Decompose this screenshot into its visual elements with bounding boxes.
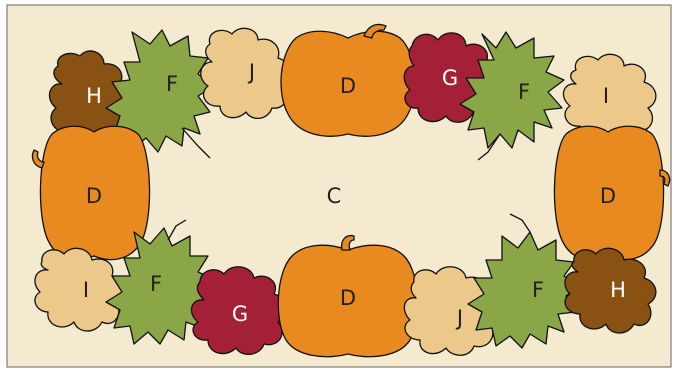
center-label: C [327,184,342,208]
green-leaf-label: F [532,278,544,302]
pumpkin-top: D [281,24,415,136]
pumpkin-left: D [32,126,149,259]
brown-leaf-label: H [610,278,626,302]
pumpkin-right: D [554,126,669,259]
brown-leaf-label: H [86,84,102,108]
green-leaf-label: F [150,272,162,296]
green-leaf-label: F [518,80,530,104]
pumpkin-label: D [86,184,102,208]
red-leaf-label: G [442,66,458,90]
red-leaf-label: G [232,302,248,326]
tan-leaf-label: J [247,60,255,84]
tan-leaf-label: I [603,84,609,108]
pumpkin-label: D [340,74,356,98]
tan-leaf-label: J [455,306,463,330]
pumpkin-bottom: D [278,236,417,357]
pumpkin-label: D [600,184,616,208]
pumpkin-label: D [340,286,356,310]
tan-leaf-label: I [83,278,89,302]
green-leaf-label: F [166,72,178,96]
